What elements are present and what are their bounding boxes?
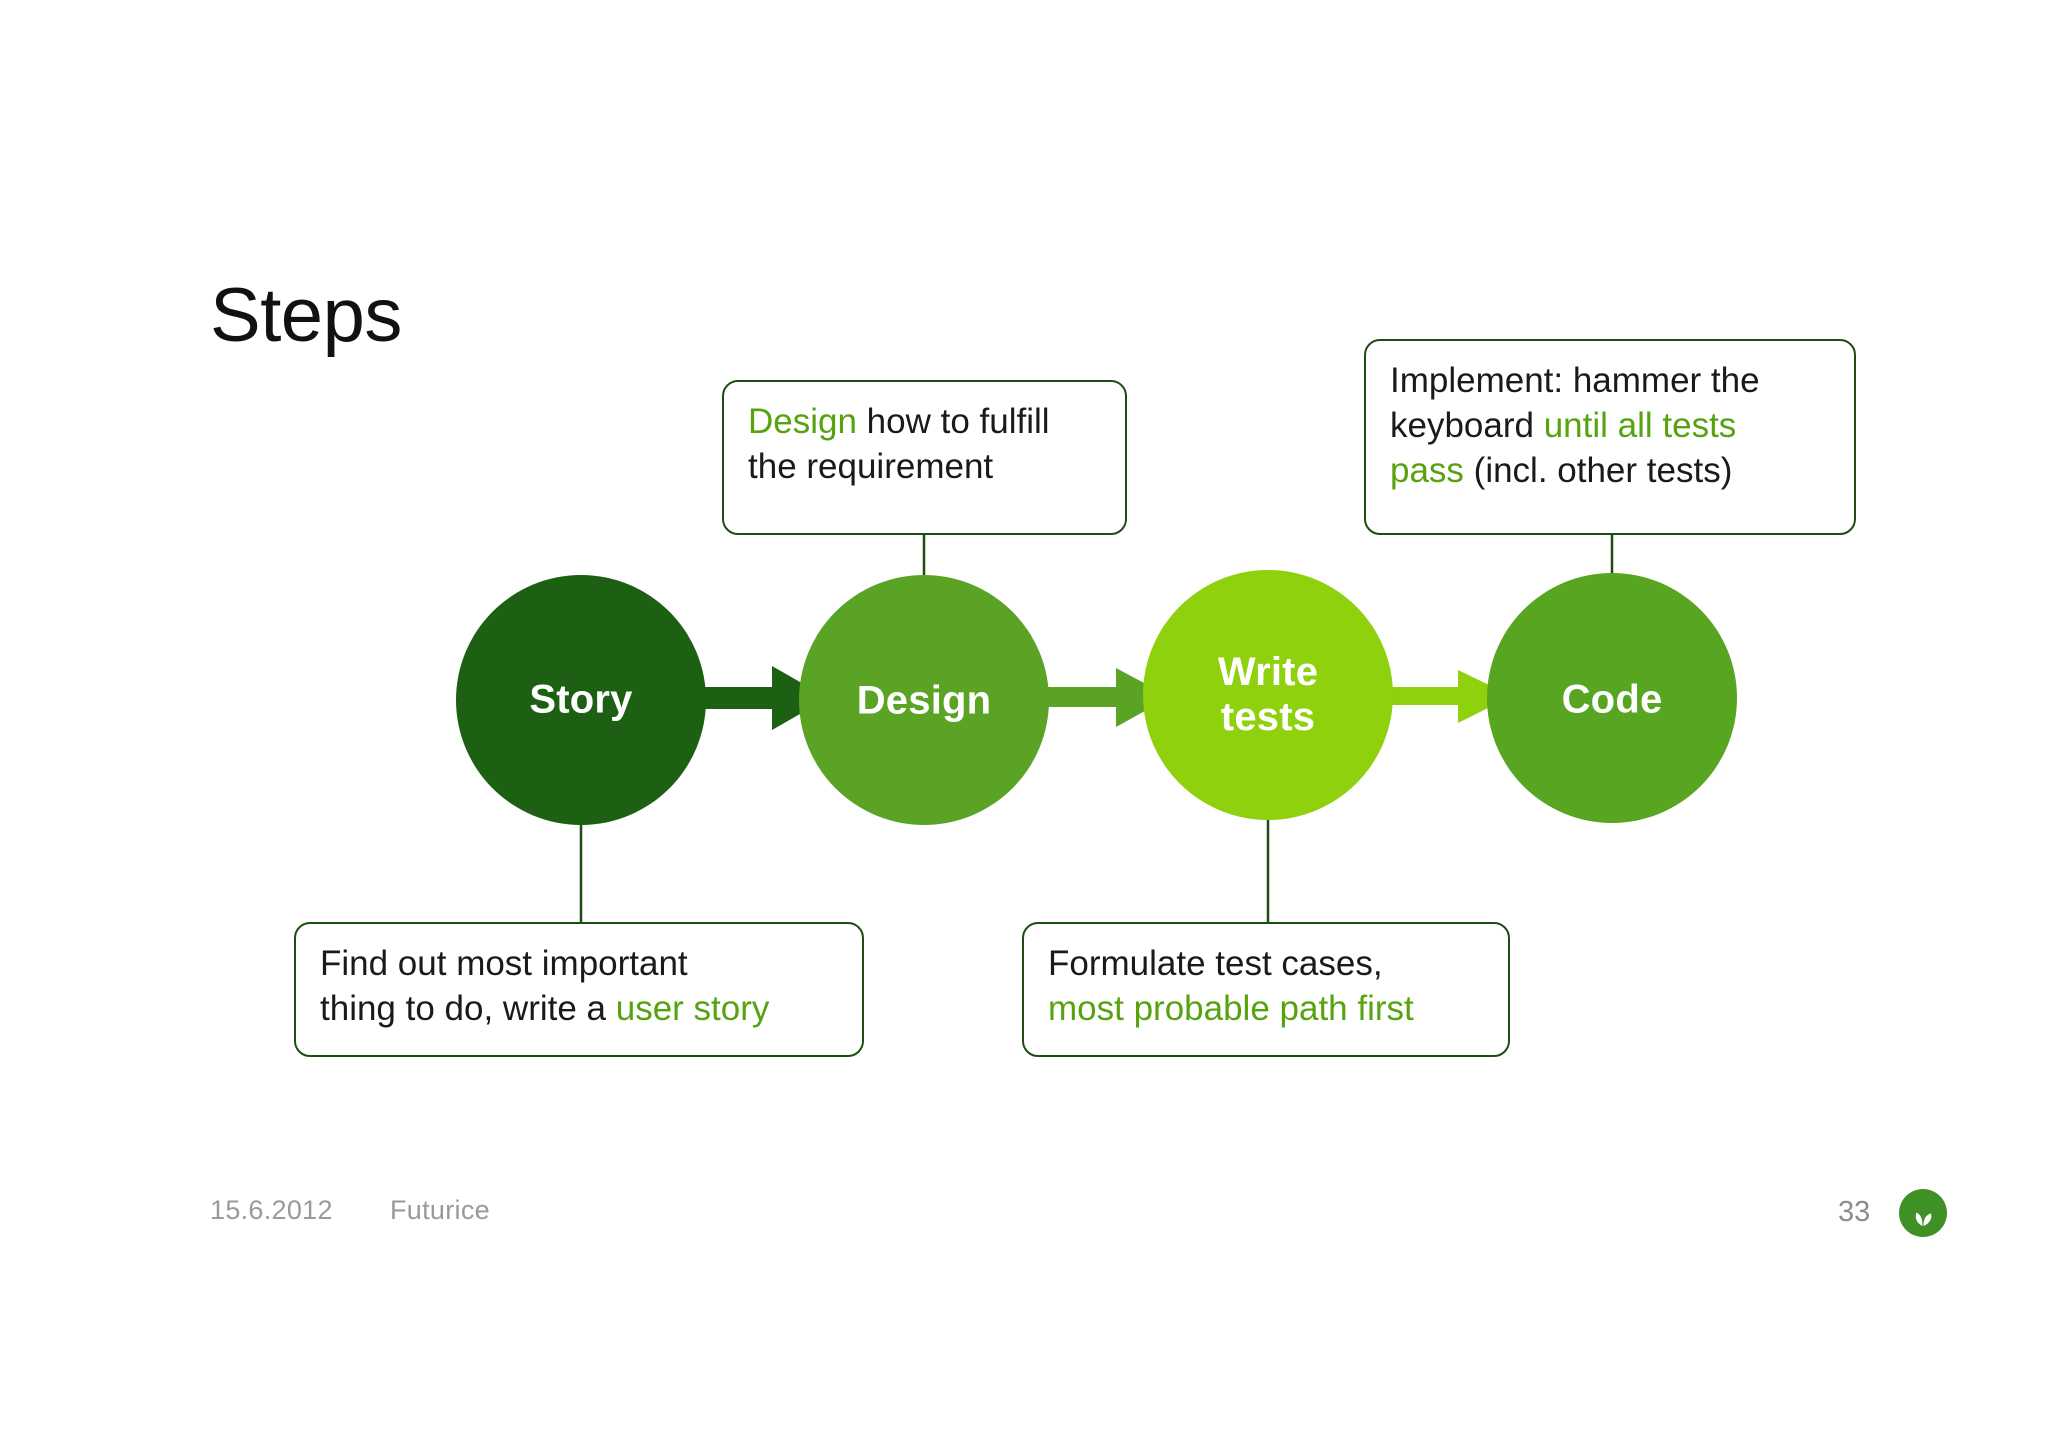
callout-code-line-2: keyboard until all tests [1390,404,1830,449]
callout-story-text: thing to do, write a [320,988,616,1028]
callout-write-tests-line-1: Formulate test cases, [1048,944,1383,983]
futurice-sprout-logo-icon [1899,1189,1947,1237]
arrow-design-to-write-tests [1044,668,1170,727]
callout-code-line-3: pass (incl. other tests) [1390,449,1830,494]
callout-story-highlight: user story [615,988,770,1028]
callout-story[interactable]: Find out most important thing to do, wri… [294,922,864,1057]
node-label-write-tests[interactable]: Write tests [1217,650,1319,739]
callout-design-text: how to fulfill [856,402,1050,441]
callout-code-text-incl: (incl. other tests) [1463,450,1733,490]
callout-design-highlight: Design [748,402,857,441]
page-title: Steps [210,273,402,358]
callout-design-line-2: the requirement [748,446,994,486]
callout-story-line-1: Find out most important [320,944,688,983]
footer-company: Futurice [390,1195,490,1225]
node-label-design[interactable]: Design [856,678,992,723]
callout-design[interactable]: Design how to fulfill the requirement [722,380,1127,535]
node-label-story[interactable]: Story [529,677,633,722]
callout-code-highlight-1: until all tests [1543,405,1737,445]
callout-story-line-2: thing to do, write a user story [320,987,838,1032]
callout-code[interactable]: Implement: hammer the keyboard until all… [1364,339,1856,535]
callout-design-line-1: Design how to fulfill [748,400,1101,445]
arrow-write-tests-to-code [1388,670,1512,723]
callout-code-line-1: Implement: hammer the [1390,361,1760,400]
callout-write-tests[interactable]: Formulate test cases, most probable path… [1022,922,1510,1057]
page-number: 33 [1838,1196,1871,1228]
arrow-story-to-design [700,666,828,730]
callout-write-tests-line-2: most probable path first [1048,988,1414,1028]
footer-date: 15.6.2012 [210,1195,333,1225]
node-label-code[interactable]: Code [1561,677,1663,722]
callout-code-text-keyboard: keyboard [1390,405,1544,445]
callout-code-highlight-2: pass [1390,450,1464,490]
